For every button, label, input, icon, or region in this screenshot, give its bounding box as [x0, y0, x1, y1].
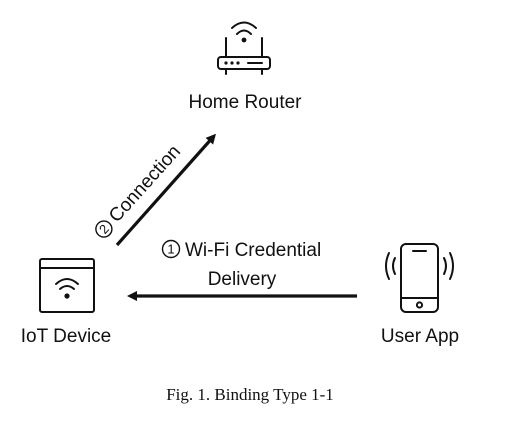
delivery-label-line2: Delivery — [208, 269, 277, 290]
connection-label-group: 2 Connection — [95, 141, 185, 238]
figure-caption: Fig. 1. Binding Type 1-1 — [166, 385, 334, 404]
delivery-label-line1: Wi-Fi Credential — [185, 240, 321, 261]
iot-device-icon — [39, 258, 95, 313]
smartphone-icon — [385, 243, 454, 313]
connection-arrow — [115, 133, 216, 247]
user-app-label: User App — [381, 326, 459, 347]
step-2-badge — [95, 220, 113, 238]
step-1-badge — [161, 239, 181, 259]
iot-device-label: IoT Device — [21, 326, 111, 347]
step-1-number: 1 — [167, 242, 174, 257]
router-icon — [217, 21, 271, 75]
router-label: Home Router — [189, 92, 303, 113]
